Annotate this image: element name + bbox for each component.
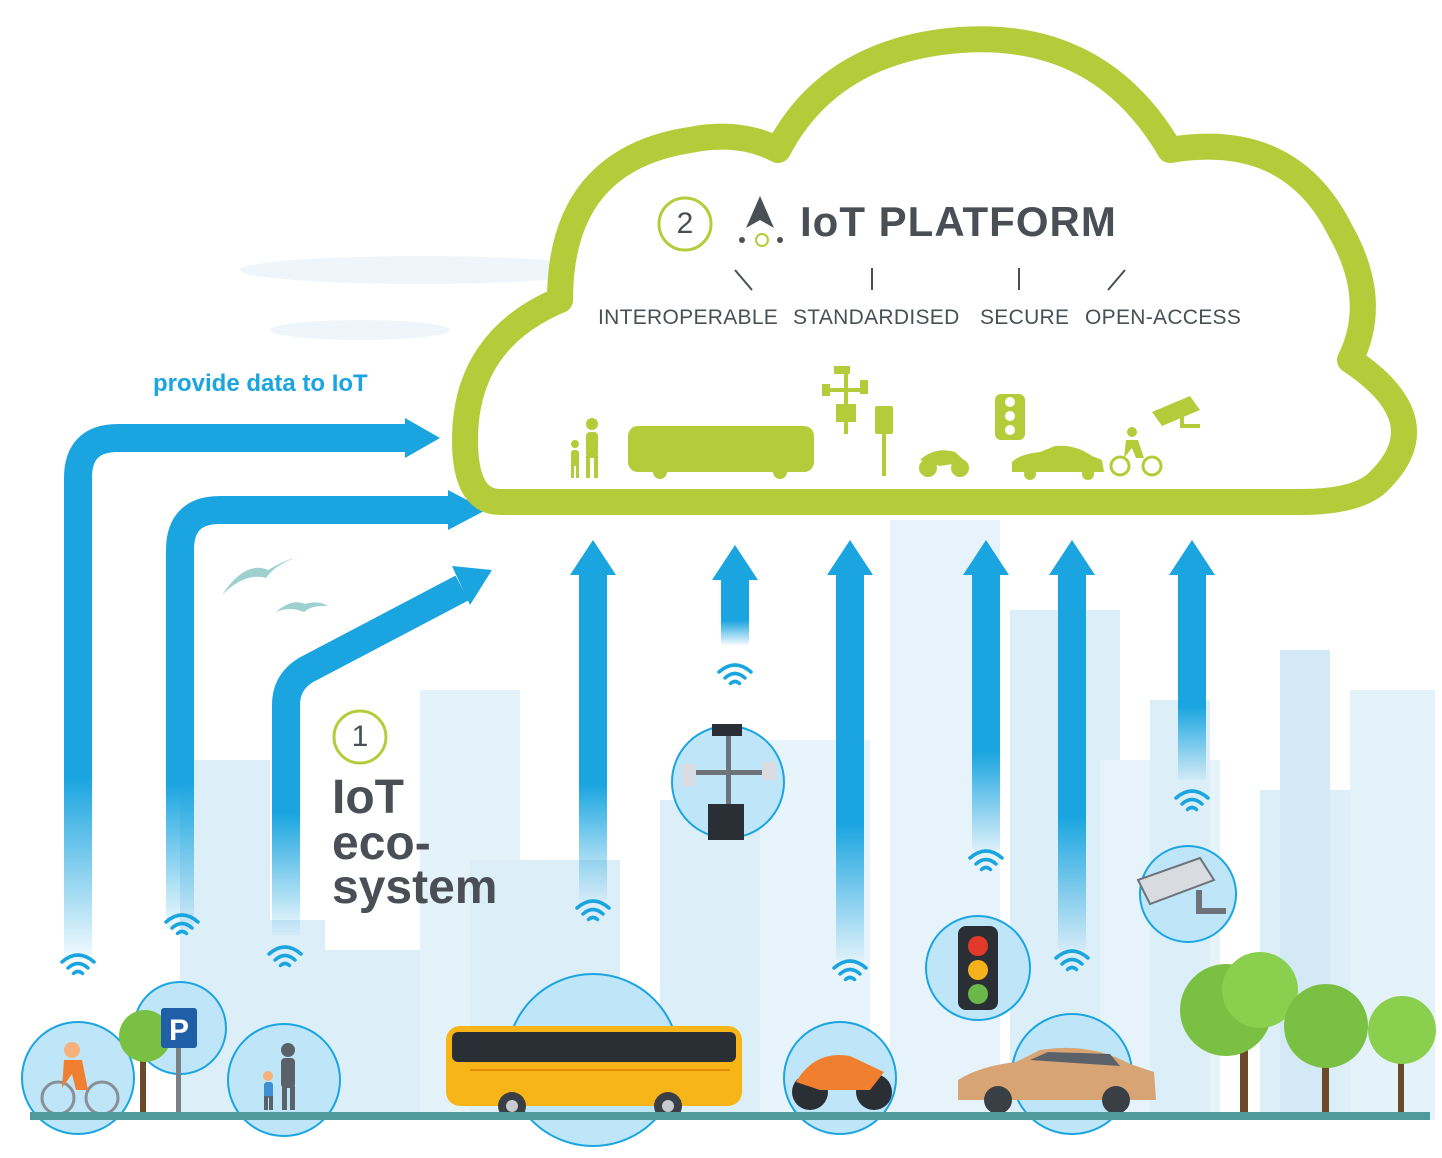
ecosystem-title-line: eco- bbox=[332, 817, 431, 870]
weather-station-icon bbox=[822, 366, 868, 434]
property-interoperable: INTEROPERABLE bbox=[598, 306, 779, 329]
camera-icon bbox=[1136, 856, 1226, 914]
ecosystem-title-line: IoT bbox=[332, 771, 404, 824]
parking-sign-icon bbox=[875, 406, 893, 476]
motorcycle-icon bbox=[919, 450, 969, 477]
data-arrows-vertical bbox=[570, 540, 1215, 960]
step-2-circle bbox=[657, 196, 713, 252]
property-standardised: STANDARDISED bbox=[793, 306, 960, 329]
bus-icon bbox=[628, 426, 814, 479]
haze bbox=[270, 320, 450, 340]
property-secure: SECURE bbox=[980, 306, 1070, 329]
step-1-number: 1 bbox=[351, 720, 369, 753]
traffic-light-icon bbox=[958, 926, 998, 1010]
car-icon bbox=[958, 1047, 1156, 1114]
pedestrian-icon bbox=[571, 418, 598, 478]
haze bbox=[240, 256, 600, 284]
platform-title: IoT PLATFORM bbox=[800, 198, 1117, 245]
trees bbox=[119, 952, 1436, 1115]
cyclist-icon bbox=[1109, 427, 1163, 477]
bus-icon bbox=[446, 1026, 742, 1120]
platform-logo-icon bbox=[739, 196, 783, 247]
ground-line bbox=[30, 1112, 1430, 1120]
ecosystem-title-line: system bbox=[332, 861, 498, 914]
property-open-access: OPEN-ACCESS bbox=[1085, 306, 1242, 329]
birds-icon bbox=[222, 558, 328, 612]
pedestrian-icon bbox=[263, 1043, 295, 1110]
iot-platform-cloud bbox=[452, 26, 1417, 515]
arrow-label: provide data to IoT bbox=[153, 370, 368, 397]
wifi-icon bbox=[717, 663, 753, 686]
arrow-heads-left bbox=[405, 418, 492, 605]
motorcycle-icon bbox=[792, 1055, 892, 1110]
property-connectors bbox=[734, 268, 1126, 291]
step-2-number: 2 bbox=[676, 207, 694, 240]
parking-sign-icon: P bbox=[161, 1008, 197, 1112]
camera-icon bbox=[1152, 396, 1200, 428]
weather-station-icon bbox=[682, 724, 776, 840]
svg-text:P: P bbox=[169, 1014, 189, 1047]
traffic-light-icon bbox=[995, 394, 1025, 440]
data-arrows-left bbox=[64, 424, 469, 960]
step-1-circle bbox=[332, 709, 388, 765]
car-icon bbox=[1012, 445, 1104, 480]
